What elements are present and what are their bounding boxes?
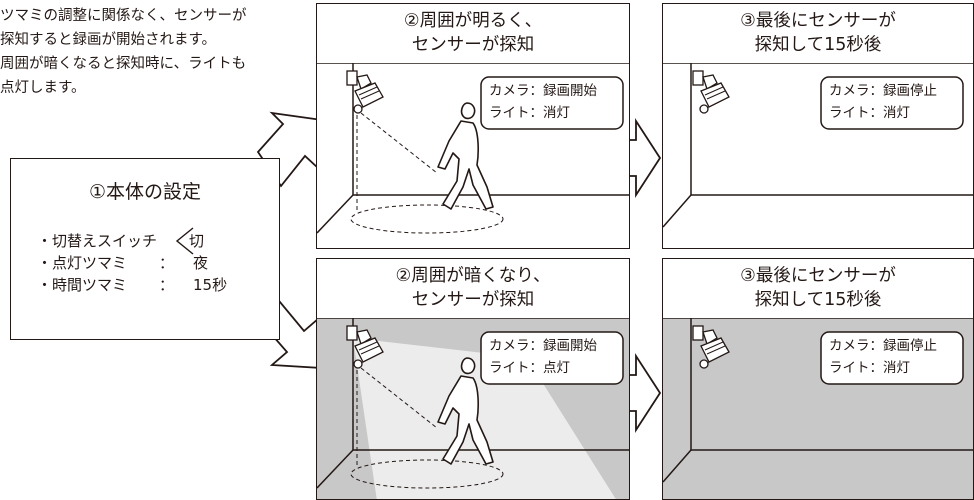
panel-title-line: ②周囲が暗くなり、 (395, 266, 551, 286)
setting-label: ・時間ツマミ (37, 276, 128, 294)
settings-title: ①本体の設定 (88, 181, 202, 203)
status-text: カメラ：録画開始 ライト：点灯 (481, 332, 623, 384)
status-box (820, 331, 964, 385)
intro-line: 周囲が暗くなると探知時に、ライトも (0, 56, 247, 72)
person-walking-icon (437, 102, 494, 210)
scene-night-detect (317, 318, 629, 499)
camera-status: カメラ：録画停止 (829, 83, 937, 99)
setting-value: 15秒 (193, 276, 228, 294)
intro-line: ツマミの調整に関係なく、センサーが (0, 8, 247, 24)
panel-night-detect: ②周囲が暗くなり、 センサーが探知 カメラ：録画開始 ライト：点灯 (316, 258, 630, 500)
setting-label: ・切替えスイッチ (37, 232, 158, 250)
panel-title-line: 探知して15秒後 (754, 290, 882, 310)
switch-triangle-icon (175, 227, 194, 255)
status-text: カメラ：録画停止 ライト：消灯 (821, 332, 963, 384)
security-camera-icon (692, 70, 730, 114)
panel-day-detect: ②周囲が明るく、 センサーが探知 カメラ：録画開始 ライト：消灯 (316, 3, 630, 249)
security-camera-icon (346, 70, 384, 114)
panel-title: ③最後にセンサーが 探知して15秒後 (663, 9, 973, 57)
panel-title-line: センサーが探知 (411, 35, 535, 55)
scene-day-after (663, 63, 973, 228)
panel-night-after: ③最後にセンサーが 探知して15秒後 カメラ：録画停止 ライト：消灯 (662, 258, 974, 500)
status-box (480, 76, 624, 130)
status-box (820, 76, 964, 130)
panel-day-after: ③最後にセンサーが 探知して15秒後 カメラ：録画停止 ライト：消灯 (662, 3, 974, 249)
camera-status: カメラ：録画開始 (489, 83, 597, 99)
panel-title: ②周囲が明るく、 センサーが探知 (317, 9, 629, 57)
intro-line: 点灯します。 (0, 80, 86, 96)
setting-sep: ： (159, 254, 175, 272)
status-text: カメラ：録画開始 ライト：消灯 (481, 77, 623, 129)
panel-title-line: ②周囲が明るく、 (403, 11, 543, 31)
panel-title: ②周囲が暗くなり、 センサーが探知 (317, 264, 629, 312)
panel-title-line: ③最後にセンサーが (740, 266, 896, 286)
light-status: ライト：消灯 (829, 360, 910, 376)
switch-indicator: 切 (175, 225, 215, 257)
security-camera-icon (346, 325, 384, 369)
camera-status: カメラ：録画停止 (829, 338, 937, 354)
setting-row-light-knob: ・点灯ツマミ ： 夜 (37, 253, 208, 273)
light-status: ライト：消灯 (829, 105, 910, 121)
status-box (480, 331, 624, 385)
intro-line: 探知すると録画が開始されます。 (0, 32, 217, 48)
security-camera-icon (692, 325, 730, 369)
panel-title: ③最後にセンサーが 探知して15秒後 (663, 264, 973, 312)
camera-status: カメラ：録画開始 (489, 338, 597, 354)
person-walking-icon (437, 357, 494, 465)
panel-title-line: センサーが探知 (411, 290, 535, 310)
setting-row-time-knob: ・時間ツマミ ： 15秒 (37, 275, 227, 295)
light-status: ライト：点灯 (489, 360, 570, 376)
panel-title-line: 探知して15秒後 (754, 35, 882, 55)
setting-sep: ： (159, 276, 175, 294)
status-text: カメラ：録画停止 ライト：消灯 (821, 77, 963, 129)
setting-label: ・点灯ツマミ (37, 254, 128, 272)
setting-value: 夜 (193, 254, 209, 272)
light-beam (353, 338, 616, 499)
scene-day-detect (317, 63, 629, 234)
setting-value: 切 (189, 232, 205, 250)
settings-box: ①本体の設定 ・切替えスイッチ 切 ・点灯ツマミ ： 夜 ・時間ツマミ ： 15… (10, 158, 280, 340)
scene-night-after (663, 318, 973, 499)
light-status: ライト：消灯 (489, 105, 570, 121)
panel-title-line: ③最後にセンサーが (740, 11, 896, 31)
intro-text: ツマミの調整に関係なく、センサーが 探知すると録画が開始されます。 周囲が暗くな… (0, 4, 300, 100)
setting-row-switch: ・切替えスイッチ 切 (37, 227, 204, 255)
